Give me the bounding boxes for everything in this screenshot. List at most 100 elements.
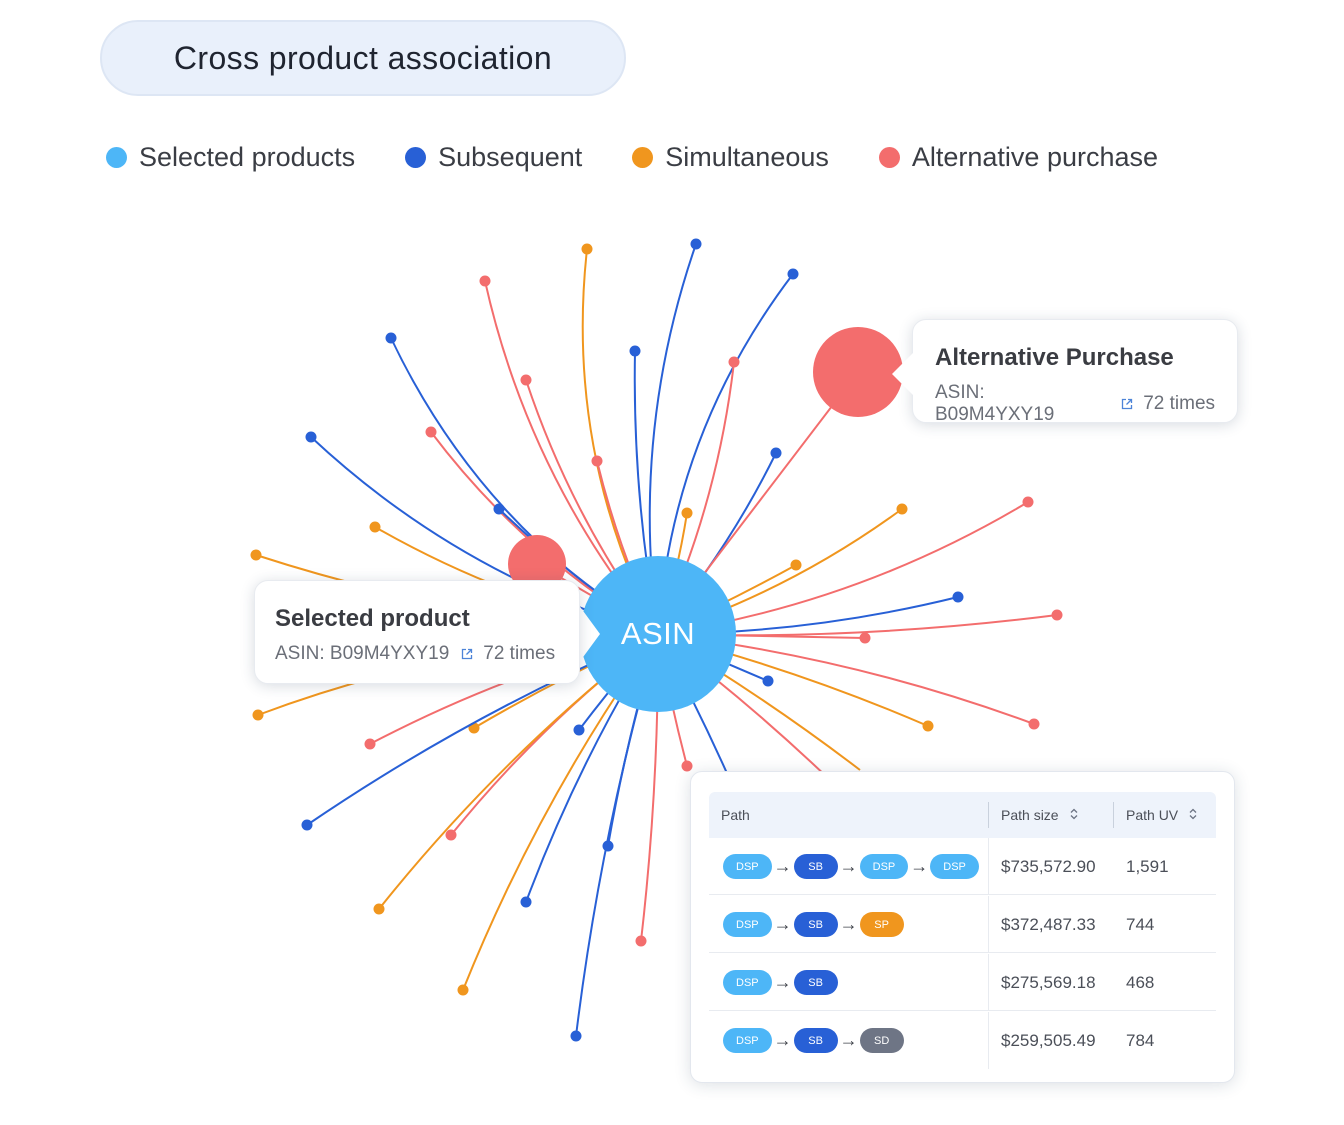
row-divider [709,894,1216,895]
channel-chip: SD [859,1028,904,1053]
alternative-node[interactable] [635,935,647,947]
table-row[interactable]: DSP → SB → SP $372,487.33 744 [709,896,1216,953]
table-row[interactable]: DSP → SB $275,569.18 468 [709,954,1216,1011]
legend-item-subsequent: Subsequent [405,142,582,173]
channel-chip: DSP [930,854,979,879]
path-uv-cell: 1,591 [1126,856,1169,876]
subsequent-node[interactable] [690,238,702,250]
simultaneous-node[interactable] [922,720,934,732]
alternative-node[interactable] [425,426,437,438]
asin-center-label[interactable]: ASIN [620,616,696,651]
subsequent-node[interactable] [787,268,799,280]
legend-dot-alternative [878,147,900,168]
table-header: Path Path size Path UV [709,792,1216,838]
subsequent-node[interactable] [629,345,641,357]
subsequent-node[interactable] [762,675,774,687]
subsequent-node[interactable] [385,332,397,344]
selected-callout-asin: ASIN: B09M4YXY19 [275,643,450,664]
legend-label-subsequent: Subsequent [438,142,583,172]
legend-dot-simultaneous [632,147,654,168]
alternative-node[interactable] [1022,496,1034,508]
selected-product-node[interactable] [508,535,566,593]
channel-chip: SB [793,854,838,879]
path-size-cell: $259,505.49 [1001,1030,1096,1050]
channel-chip: SP [859,912,904,937]
subsequent-node[interactable] [301,819,313,831]
alternative-purchase-node[interactable] [813,327,903,417]
path-cell: DSP → SB → DSP → DSP [723,838,979,895]
row-divider [709,1010,1216,1011]
sort-icon[interactable] [1188,807,1198,824]
alternative-node[interactable] [445,829,457,841]
alternative-node[interactable] [364,738,376,750]
alternative-node[interactable] [681,760,693,772]
arrow-right-icon: → [839,856,858,876]
cell-divider [988,1012,989,1069]
legend-dot-subsequent [405,147,427,168]
alternative-node[interactable] [728,356,740,368]
selected-callout-pointer [578,604,600,664]
simultaneous-node[interactable] [369,521,381,533]
simultaneous-node[interactable] [252,709,264,721]
legend-label-simultaneous: Simultaneous [665,142,829,172]
external-link-icon[interactable] [1121,398,1133,410]
path-cell: DSP → SB → SD [723,1012,904,1069]
legend-dot-selected [106,147,127,168]
simultaneous-node[interactable] [790,559,802,571]
path-uv-cell: 468 [1126,972,1155,992]
arrow-right-icon: → [773,1030,792,1050]
cell-divider [988,954,989,1011]
selected-callout-title: Selected product [275,605,470,632]
alternative-node[interactable] [1028,718,1040,730]
legend: Selected products Subsequent Simultaneou… [106,142,1158,173]
subsequent-node[interactable] [573,724,585,736]
alternative-purchase-callout: Alternative Purchase ASIN: B09M4YXY19 72… [912,319,1238,425]
subsequent-node[interactable] [305,431,317,443]
header-divider [1113,802,1114,828]
table-row[interactable]: DSP → SB → SD $259,505.49 784 [709,1012,1216,1069]
asin-center-node[interactable] [580,556,736,712]
alternative-node[interactable] [520,374,532,386]
selected-product-callout: Selected product ASIN: B09M4YXY19 72 tim… [254,580,580,684]
simultaneous-node[interactable] [457,984,469,996]
table-row[interactable]: DSP → SB → DSP → DSP $735,572.90 1,591 [709,838,1216,895]
legend-item-selected: Selected products [106,142,355,173]
alternative-callout-count: 72 times [1143,393,1216,414]
simultaneous-node[interactable] [681,507,693,519]
alternative-node[interactable] [591,455,603,467]
title-pill: Cross product association [100,20,626,96]
subsequent-node[interactable] [570,1030,582,1042]
legend-label-selected: Selected products [139,142,356,172]
alternative-node[interactable] [479,275,491,287]
arrow-right-icon: → [773,856,792,876]
sort-icon[interactable] [1069,807,1079,824]
column-header-path: Path [721,807,750,823]
legend-item-alternative: Alternative purchase [878,142,1159,173]
page-title: Cross product association [173,39,553,76]
simultaneous-node[interactable] [581,243,593,255]
alternative-node[interactable] [1051,609,1063,621]
arrow-right-icon: → [910,856,929,876]
subsequent-node[interactable] [520,896,532,908]
channel-chip: DSP [859,854,909,879]
path-size-cell: $735,572.90 [1001,856,1096,876]
cell-divider [988,838,989,895]
channel-chip: DSP [723,1028,772,1053]
simultaneous-node[interactable] [250,549,262,561]
channel-chip: SB [793,1028,838,1053]
column-header-path-uv[interactable]: Path UV [1126,792,1198,838]
channel-chip: SB [793,912,838,937]
subsequent-node[interactable] [493,503,505,515]
subsequent-node[interactable] [770,447,782,459]
external-link-icon[interactable] [461,648,473,660]
channel-chip: DSP [723,970,772,995]
alternative-callout-title: Alternative Purchase [935,344,1174,371]
subsequent-node[interactable] [952,591,964,603]
simultaneous-node[interactable] [896,503,908,515]
channel-chip: DSP [723,912,772,937]
arrow-right-icon: → [839,1030,858,1050]
simultaneous-node[interactable] [373,903,385,915]
alternative-node[interactable] [859,632,871,644]
legend-label-alternative: Alternative purchase [911,142,1159,172]
column-header-path-size[interactable]: Path size [1001,792,1079,838]
